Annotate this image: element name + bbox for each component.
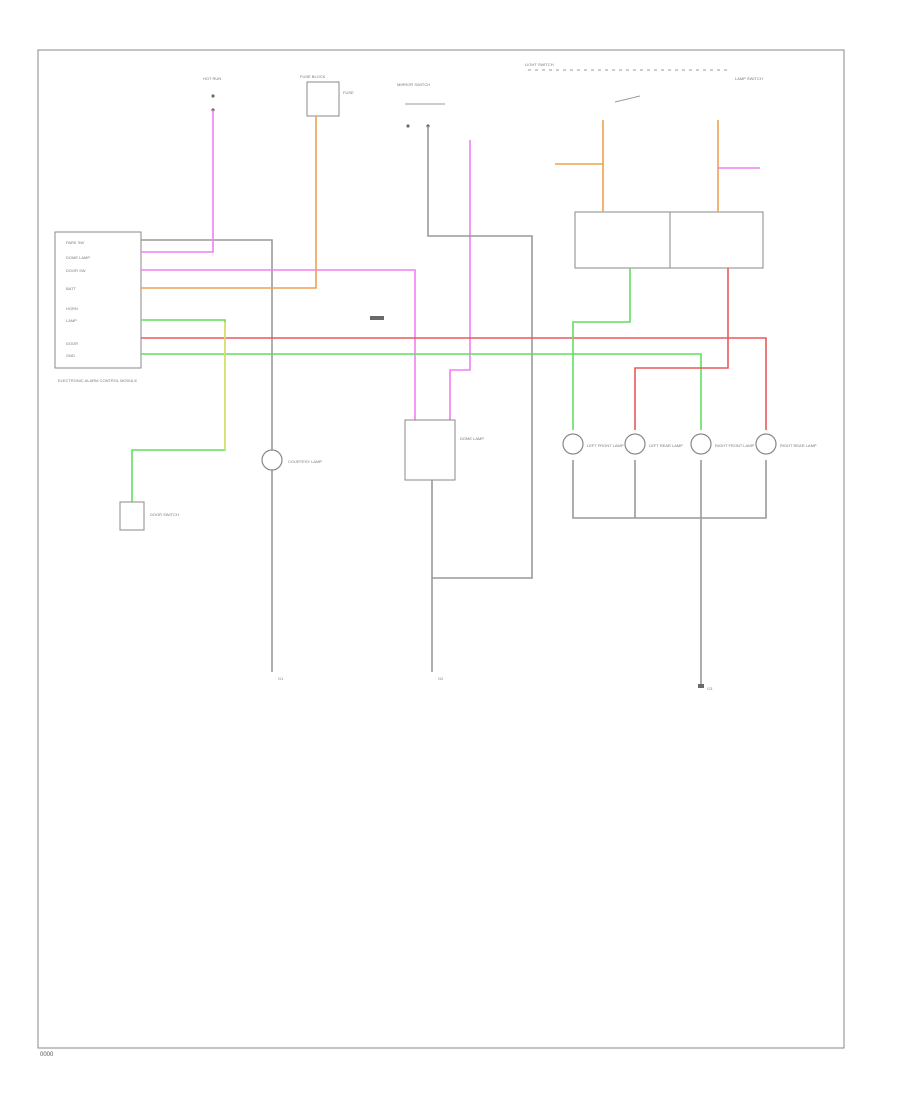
wires	[131, 110, 767, 684]
courtesy-lamp-component: COURTESY LAMP	[261, 449, 322, 471]
svg-text:RIGHT FRONT LAMP: RIGHT FRONT LAMP	[715, 443, 755, 448]
rf-lamp: RIGHT FRONT LAMP	[690, 433, 755, 455]
svg-text:G2: G2	[438, 676, 444, 681]
svg-text:HORN: HORN	[66, 306, 78, 311]
fuse-block-label: FUSE BLOCK	[300, 74, 326, 79]
svg-text:PARK SW: PARK SW	[66, 240, 84, 245]
diagram-frame	[37, 49, 845, 1049]
svg-text:GND: GND	[66, 353, 75, 358]
svg-text:RIGHT REAR LAMP: RIGHT REAR LAMP	[780, 443, 817, 448]
mirror-switch-label: MIRROR SWITCH	[397, 82, 430, 87]
relay-boxes	[574, 211, 764, 269]
door-switch-label: DOOR SWITCH	[150, 512, 179, 517]
footer-code: 0000	[40, 1052, 54, 1058]
light-switch-label: LIGHT SWITCH	[525, 62, 554, 67]
lamp-group: LEFT FRONT LAMP LEFT REAR LAMP RIGHT FRO…	[562, 433, 817, 455]
fuse-block-component: FUSE BLOCK FUSE	[300, 74, 354, 117]
dome-lamp-label: DOME LAMP	[460, 436, 484, 441]
svg-text:DOME LAMP: DOME LAMP	[66, 255, 90, 260]
lamp-switch-label: LAMP SWITCH	[735, 76, 763, 81]
svg-text:G3: G3	[707, 686, 713, 691]
light-switch-component: LIGHT SWITCH LAMP SWITCH	[525, 62, 763, 103]
svg-text:DOOR SW: DOOR SW	[66, 268, 86, 273]
lr-lamp: LEFT REAR LAMP	[624, 433, 683, 455]
hot-run-component: HOT RUN	[203, 76, 221, 112]
courtesy-lamp-label: COURTESY LAMP	[288, 459, 322, 464]
lf-lamp: LEFT FRONT LAMP	[562, 433, 624, 455]
splice-connector	[370, 316, 384, 320]
hot-run-label: HOT RUN	[203, 76, 221, 81]
ground-labels: G1 G2 G3	[278, 676, 713, 691]
svg-text:DOOR: DOOR	[66, 341, 78, 346]
mirror-switch-component: MIRROR SWITCH	[397, 82, 445, 128]
svg-text:LEFT FRONT LAMP: LEFT FRONT LAMP	[587, 443, 624, 448]
svg-text:LAMP: LAMP	[66, 318, 77, 323]
svg-text:BATT: BATT	[66, 286, 76, 291]
dome-lamp-component: DOME LAMP	[404, 419, 484, 481]
control-module-label: ELECTRONIC ALARM CONTROL MODULE	[58, 378, 138, 383]
control-module-pins: PARK SW DOME LAMP DOOR SW BATT HORN LAMP…	[66, 240, 90, 358]
rr-lamp: RIGHT REAR LAMP	[755, 433, 817, 455]
svg-text:LEFT REAR LAMP: LEFT REAR LAMP	[649, 443, 683, 448]
fuse-label: FUSE	[343, 90, 354, 95]
control-module-box: ELECTRONIC ALARM CONTROL MODULE PARK SW …	[54, 231, 142, 383]
door-switch-component: DOOR SWITCH	[119, 501, 179, 531]
svg-text:G1: G1	[278, 676, 284, 681]
